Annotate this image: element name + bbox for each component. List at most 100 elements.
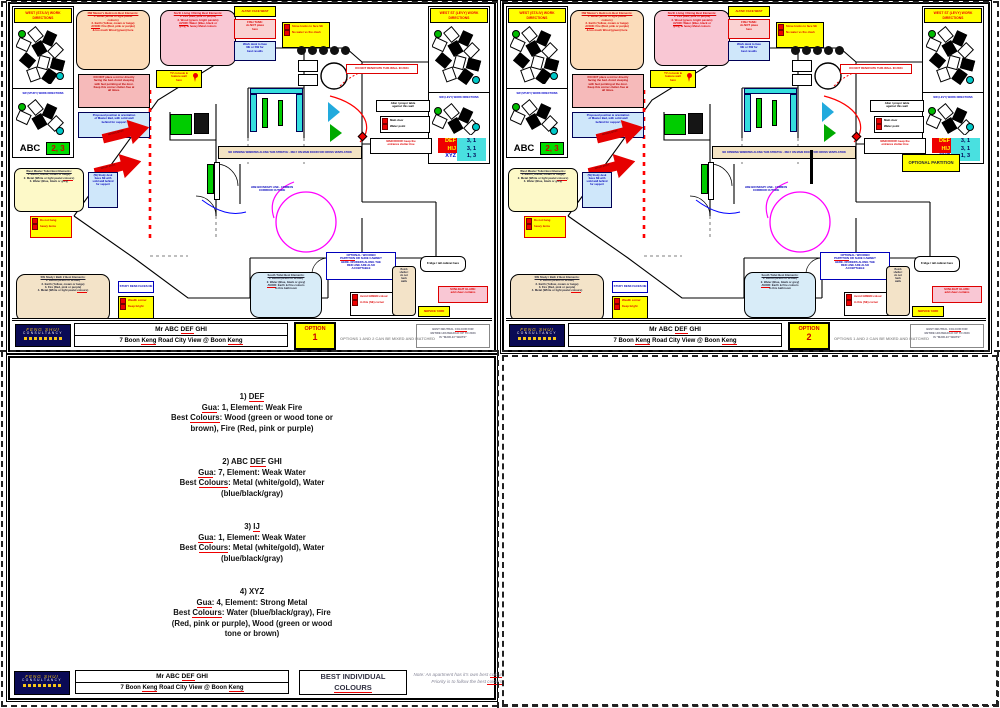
west-levy-work-directions-header: WEST ST (LEVY) WORK DIRECTIONS: [924, 8, 982, 23]
legend-marker: [614, 298, 620, 304]
rotated-seat-icon: [16, 36, 32, 53]
legend-marker: [382, 118, 388, 124]
sidebar-divider: [428, 92, 490, 93]
fridge-note: Fridge / tall cabinet here: [914, 256, 960, 272]
legend-marker: [284, 24, 290, 30]
legend-marker: [846, 300, 852, 306]
lucky-direction-dot: [56, 72, 64, 80]
client-address: 7 Boon Keng Road City View @ Boon Keng: [120, 685, 244, 692]
section-title: 3) IJ: [244, 522, 260, 532]
legend-marker: [32, 224, 38, 230]
marker-diamond: [357, 131, 368, 142]
legend-marker: [284, 30, 290, 36]
cabinet: [792, 60, 812, 72]
client-name: Mr ABC DEF GHI: [75, 324, 287, 336]
sw-study-elements: SW Study / Bath 2 Best Elements:1. Wood …: [510, 274, 604, 322]
burner-circle: [790, 46, 800, 55]
lucky-direction-dot: [18, 103, 26, 111]
study-desk-label: STUDY DESK FACES NE: [118, 281, 154, 293]
client-name: Mr ABC DEF GHI: [569, 324, 781, 336]
rotated-seat-icon: [926, 113, 942, 130]
legend-marker: [352, 300, 358, 306]
sw-study-elements: SW Study / Bath 2 Best Elements:1. Wood …: [16, 274, 110, 322]
legend-marker: [614, 304, 620, 310]
legend-marker: [382, 124, 388, 130]
section-title: 2) ABC DEF GHI: [222, 457, 282, 467]
wall-renovation-warning: DO NOT RENOVATE THIS WALL IN 2024: [346, 64, 418, 74]
rotated-seat-icon: [510, 36, 526, 53]
wardrobe-left: [250, 94, 257, 132]
burner-circle: [823, 46, 833, 55]
work-directions-compass: [432, 103, 486, 135]
north-living-elements: North Living / Dining Best Elements:1. F…: [160, 10, 236, 66]
wardrobe-top: [744, 88, 797, 94]
option-number: 2: [806, 332, 812, 343]
lucky-direction-dot: [512, 30, 520, 38]
burner-circle: [340, 46, 350, 55]
hob-unit: [170, 114, 192, 135]
cabinet: [298, 74, 318, 86]
lucky-direction-dot: [928, 30, 936, 38]
burner-circle: [296, 46, 306, 55]
burner-circle: [307, 46, 317, 55]
sunlight-warning: SUNLIGHT GLARE:add sheer curtains: [438, 286, 488, 303]
marker-diamond: [851, 131, 862, 142]
rotated-seat-icon: [926, 36, 942, 53]
sunlight-warning: SUNLIGHT GLARE:add sheer curtains: [932, 286, 982, 303]
burner-circle: [834, 46, 844, 55]
sidebar-divider: [506, 88, 568, 89]
lucky-direction-dot: [550, 72, 558, 80]
empty-quadrant: [502, 355, 998, 706]
burner-circle: [329, 46, 339, 55]
sidebar-divider: [922, 92, 984, 93]
west-work-directions-header: WEST (ST/LIV) WORK DIRECTIONS: [14, 8, 72, 23]
client-name-box: Mr ABC DEF GHI 7 Boon Keng Road City View…: [74, 323, 288, 347]
rotated-seat-icon: [510, 109, 526, 126]
rotated-seat-icon: [457, 68, 474, 85]
work-directions-compass: [432, 26, 486, 88]
work-directions-compass: [926, 103, 980, 135]
nw-work-directions-header: NW (LEVY) WORK DIRECTIONS: [439, 96, 479, 100]
client-name: Mr ABC DEF GHI: [76, 671, 288, 683]
lucky-direction-dot: [472, 123, 480, 131]
legend-marker: [846, 294, 852, 300]
west-master-toilet-elements: West Master Toilet Best Elements:1. Eart…: [14, 168, 84, 212]
nw-master-bedroom-elements: NW Master's Bedroom Best Elements:1. Met…: [76, 10, 150, 70]
wall-hatched: [708, 162, 714, 200]
wardrobe-top: [250, 88, 303, 94]
client-address: 7 Boon Keng Road City View @ Boon Keng: [119, 338, 243, 345]
north-living-elements: North Living / Dining Best Elements:1. F…: [654, 10, 730, 66]
lucky-direction-dot: [966, 76, 974, 84]
client-address: 7 Boon Keng Road City View @ Boon Keng: [613, 338, 737, 345]
work-directions-compass: [16, 99, 70, 139]
rotated-seat-icon: [442, 66, 457, 83]
abc-gua-values: 2, 3: [46, 142, 70, 155]
cabinet: [298, 60, 318, 72]
rotated-seat-icon: [26, 66, 41, 83]
legend-marker: [32, 218, 38, 224]
lucky-direction-dot: [550, 127, 558, 135]
lucky-direction-dot: [434, 107, 442, 115]
